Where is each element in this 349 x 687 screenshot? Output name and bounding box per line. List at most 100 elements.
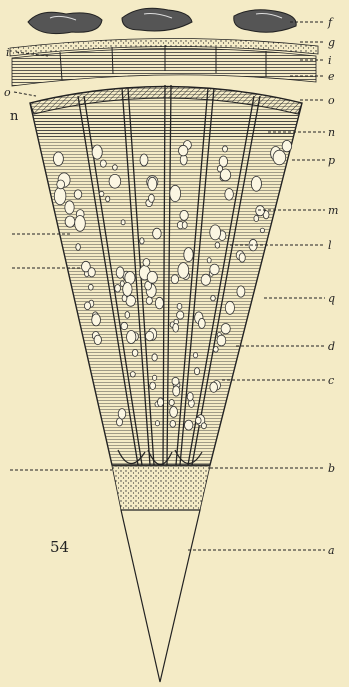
figure-number: 54	[50, 538, 69, 556]
vessel	[54, 187, 66, 204]
vessel	[180, 210, 188, 220]
label-d: d	[328, 340, 335, 353]
vessel	[152, 375, 156, 380]
vessel	[57, 180, 65, 189]
label-g: g	[328, 36, 335, 49]
vessel	[170, 185, 181, 201]
vessel	[260, 228, 264, 233]
vessel	[173, 386, 180, 396]
vessel	[207, 258, 211, 263]
vessel	[178, 263, 189, 279]
vessel	[210, 382, 218, 392]
vessel	[282, 140, 292, 151]
vessel	[115, 285, 121, 293]
vessel	[148, 177, 157, 190]
vessel	[150, 382, 156, 389]
vessel	[170, 406, 178, 417]
vessel	[193, 353, 197, 358]
vessel	[92, 145, 102, 159]
vessel	[172, 377, 179, 385]
vessel	[221, 324, 230, 334]
vessel	[149, 194, 155, 202]
vessel	[251, 176, 261, 191]
vessel	[210, 264, 219, 275]
vessel	[158, 398, 164, 407]
vessel	[173, 324, 179, 333]
vessel	[147, 271, 157, 283]
label-q: q	[328, 292, 335, 305]
vessel	[106, 196, 110, 202]
vessel	[132, 349, 138, 356]
vessel	[177, 311, 184, 319]
vessel	[184, 248, 193, 262]
label-m: m	[328, 204, 338, 217]
vessel	[169, 400, 174, 406]
vessel	[194, 368, 199, 375]
vessel	[225, 189, 234, 201]
label-c: c	[328, 374, 334, 387]
vessel	[116, 267, 124, 278]
vessel	[121, 220, 125, 225]
vessel	[220, 169, 230, 181]
vessel	[187, 392, 193, 400]
vessel	[75, 216, 86, 232]
label-f: f	[327, 16, 334, 29]
vessel	[53, 152, 63, 166]
vessel	[143, 259, 150, 267]
vessel	[210, 225, 221, 240]
vessel	[123, 283, 132, 297]
vessel	[100, 160, 106, 167]
vessel	[196, 417, 202, 424]
label-p: p	[328, 154, 335, 167]
vessel	[223, 146, 228, 152]
vessel	[109, 174, 121, 188]
vessel	[74, 190, 82, 199]
vessel	[88, 284, 93, 290]
xylem-wedge	[0, 70, 349, 470]
vessel	[88, 268, 95, 277]
vessel	[152, 354, 157, 361]
vessel	[65, 201, 74, 214]
vessel	[237, 286, 245, 297]
vessel	[256, 206, 265, 216]
vessel	[121, 322, 128, 329]
label-o-right: o	[328, 94, 335, 107]
vessel	[201, 274, 210, 285]
vessel	[213, 346, 218, 352]
vessel	[211, 295, 216, 301]
vessel	[217, 335, 226, 346]
vessel	[76, 244, 81, 251]
outer-layers	[10, 38, 318, 86]
label-a: a	[328, 544, 335, 557]
label-e: e	[328, 70, 335, 83]
vessel	[201, 423, 206, 429]
label-i-right: i	[328, 54, 332, 67]
label-l: l	[328, 239, 332, 252]
vessel	[130, 372, 135, 377]
vessel	[65, 216, 75, 227]
vessel	[215, 242, 220, 248]
vessel	[239, 253, 245, 262]
vessel	[155, 421, 159, 426]
pith	[112, 466, 210, 682]
vessel	[171, 275, 178, 284]
vessel	[273, 150, 286, 165]
vessel	[140, 238, 144, 244]
vessel	[99, 191, 104, 196]
vessel	[153, 228, 162, 239]
label-o-left: o	[4, 86, 11, 99]
label-n-right: n	[328, 126, 335, 139]
vessel	[113, 165, 118, 170]
vessel	[198, 318, 205, 328]
vessel	[118, 409, 126, 419]
label-n-left: n	[10, 109, 19, 124]
vessel	[177, 303, 182, 309]
label-b: b	[328, 462, 335, 475]
vessel	[170, 421, 176, 428]
vessel	[146, 331, 154, 340]
vessel	[182, 222, 187, 229]
bark-fragments	[28, 8, 296, 33]
vessel	[126, 295, 136, 306]
